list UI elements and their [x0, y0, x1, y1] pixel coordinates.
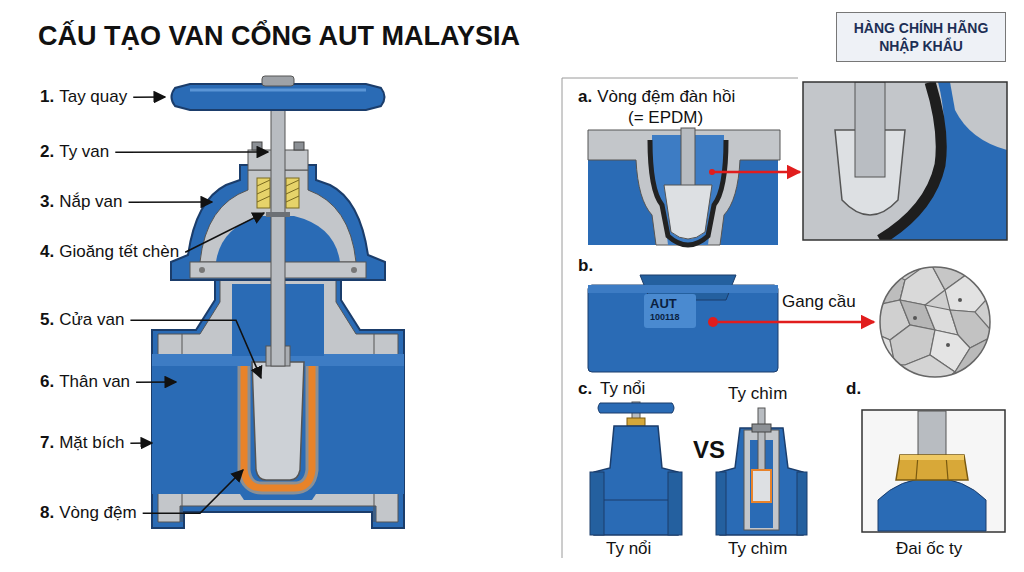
panel-letter: c.: [578, 379, 592, 399]
callout-number: 1.: [40, 87, 54, 107]
part-label: Cửa van: [59, 310, 124, 330]
callout-number: 5.: [40, 310, 54, 330]
leader-line: [130, 320, 261, 378]
badge-text: HÀNG CHÍNH HÃNG NHẬP KHẨU: [843, 19, 999, 55]
detail-label: Vòng đệm đàn hồi: [597, 87, 735, 107]
engraving: AUT: [650, 296, 677, 312]
part-label: Mặt bích: [59, 433, 124, 453]
leader-line: [136, 381, 176, 383]
comparison-label: Ty nổi: [600, 379, 645, 399]
comparison-label: Ty chìm: [728, 539, 788, 559]
panel-letter: b.: [578, 256, 593, 276]
callout-number: 2.: [40, 142, 54, 162]
engraving: 100118: [650, 312, 680, 323]
leader-line: [185, 213, 264, 252]
part-label: Vòng đệm: [59, 503, 137, 523]
leader-line: [130, 442, 152, 444]
comparison-label: Ty chìm: [728, 384, 788, 404]
leader-line: [129, 201, 212, 203]
leader-line: [115, 151, 268, 153]
detail-label: Gang cầu: [782, 292, 856, 312]
detail-label: (= EPDM): [628, 108, 703, 128]
part-label: Thân van: [59, 372, 130, 392]
part-label: Nắp van: [59, 192, 122, 212]
comparison-label: VS: [693, 436, 725, 465]
badge-box: HÀNG CHÍNH HÃNG NHẬP KHẨU: [836, 12, 1006, 62]
panel-letter: d.: [846, 379, 861, 399]
comparison-label: Ty nổi: [606, 539, 651, 559]
leader-line: [143, 470, 243, 513]
callout-number: 7.: [40, 433, 54, 453]
callout-number: 3.: [40, 192, 54, 212]
part-label: Gioăng tết chèn: [59, 242, 179, 262]
callout-number: 4.: [40, 242, 54, 262]
panel-letter: a.: [578, 87, 592, 107]
callout-number: 6.: [40, 372, 54, 392]
leader-line: [133, 96, 165, 98]
callout-number: 8.: [40, 503, 54, 523]
part-label: Tay quay: [59, 87, 127, 107]
part-label: Ty van: [59, 142, 109, 162]
detail-label: Đai ốc ty: [896, 539, 962, 559]
diagram-title: CẤU TẠO VAN CỔNG AUT MALAYSIA: [38, 20, 520, 52]
